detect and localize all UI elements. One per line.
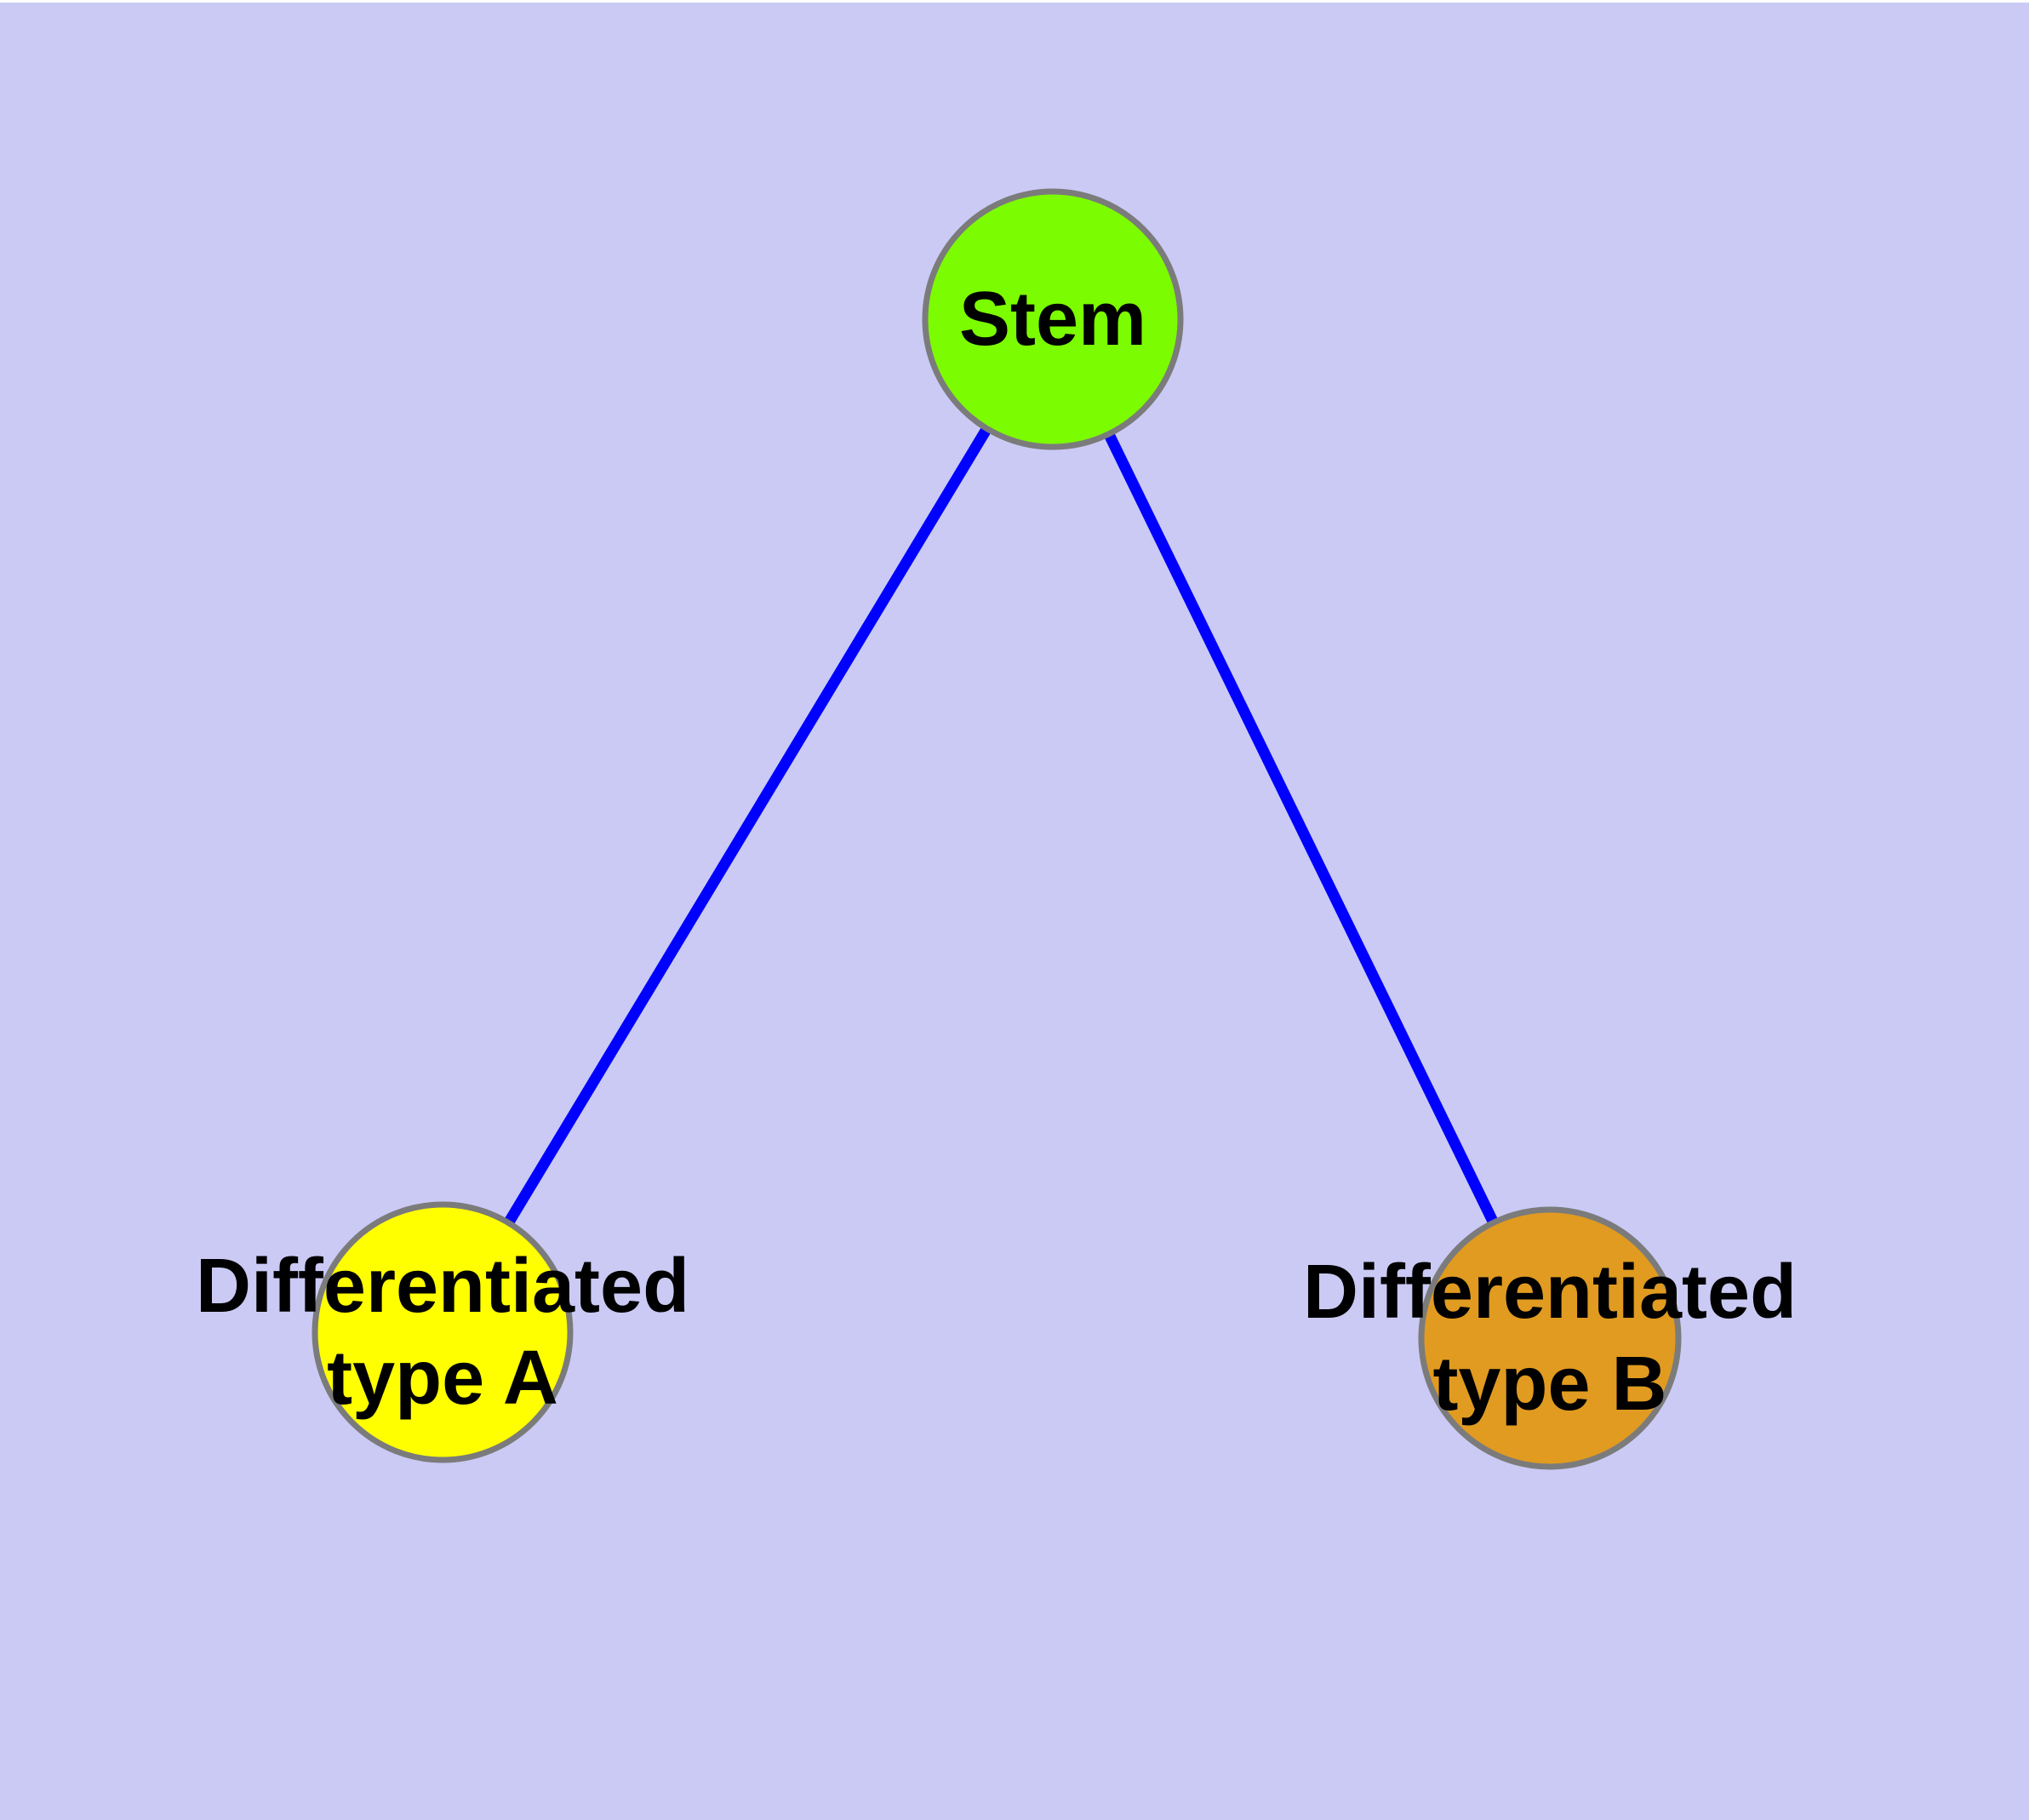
node-label-type-b-line2: type B <box>1432 1342 1667 1427</box>
node-label-differentiated-type-b: Differentiated type B <box>1303 1246 1797 1430</box>
node-label-stem: Stem <box>959 273 1146 365</box>
edge-stem-to-type-a <box>437 316 1058 1336</box>
top-edge-strip <box>0 0 2029 3</box>
node-label-type-a-line1: Differentiated <box>195 1244 690 1329</box>
node-label-type-a-line2: type A <box>327 1336 558 1421</box>
node-label-stem-text: Stem <box>958 277 1147 362</box>
node-label-type-b-line1: Differentiated <box>1302 1250 1798 1335</box>
node-stem <box>922 188 1184 450</box>
node-differentiated-type-b <box>1418 1206 1682 1470</box>
node-label-differentiated-type-a: Differentiated type A <box>196 1240 689 1424</box>
edge-stem-to-type-b <box>1048 317 1555 1341</box>
node-differentiated-type-a <box>311 1201 574 1463</box>
